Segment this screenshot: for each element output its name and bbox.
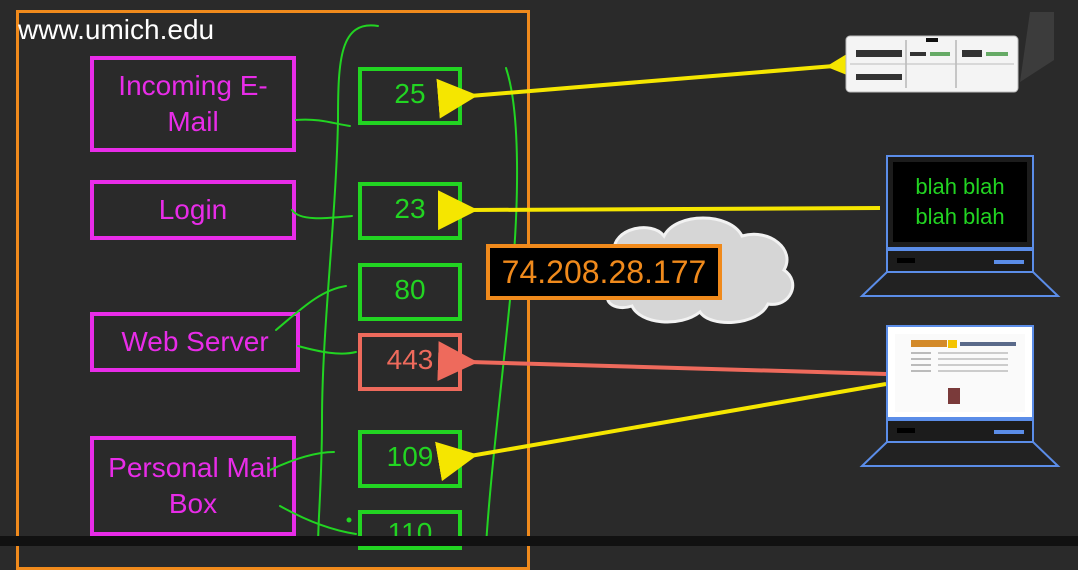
terminal-screen-text: blah blah blah blah [893,172,1027,232]
arrow-browser-to-109 [435,382,887,482]
service-web-server: Web Server [90,312,300,372]
ip-address-label: 74.208.28.177 [486,244,722,300]
source-url: www.umich.edu [18,14,215,45]
terminal-line-1: blah blah [915,174,1005,199]
service-incoming-email: Incoming E-Mail [90,56,296,152]
terminal-line-2: blah blah [915,204,1005,229]
arrow-router-to-25 [436,43,868,119]
bottom-bar [0,536,1078,546]
laptop-browser-icon [859,325,1061,467]
network-switch-icon [845,12,1054,93]
port-80: 80 [358,263,462,321]
service-login: Login [90,180,296,240]
laptop-terminal-icon [859,155,1061,297]
arrow-terminal-to-23 [437,190,881,231]
handwritten-annotations [269,24,519,546]
arrow-browser-to-443 [437,341,887,382]
service-personal-mailbox: Personal Mail Box [90,436,296,536]
